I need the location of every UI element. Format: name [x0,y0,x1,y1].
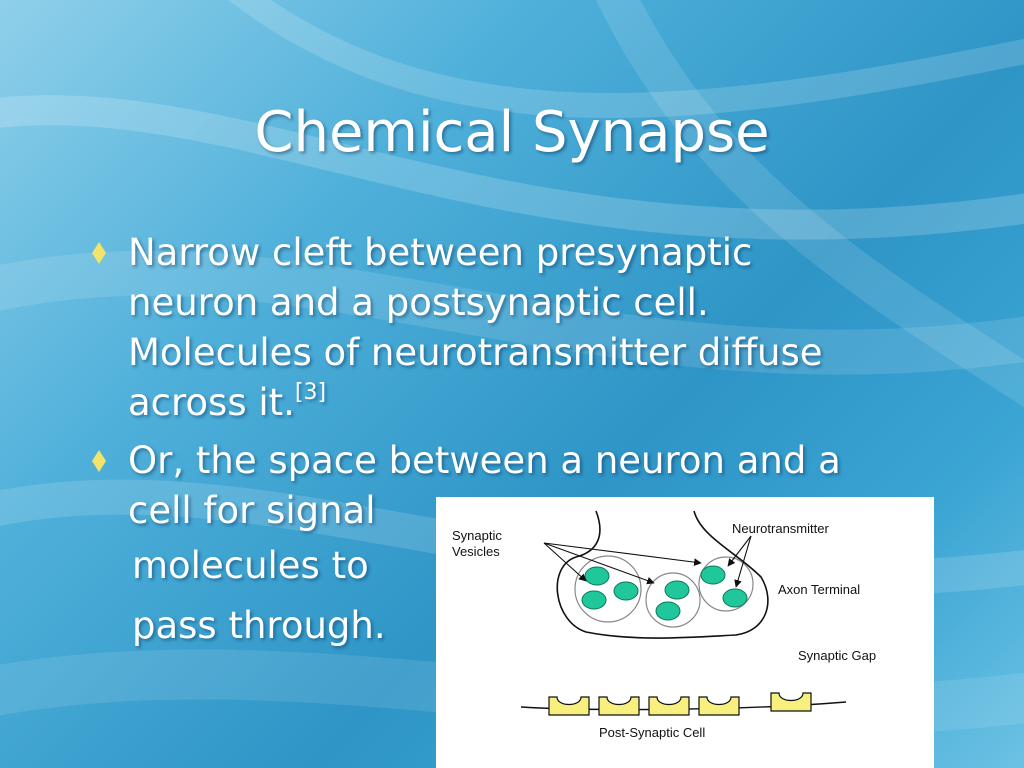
label-neurotransmitter: Neurotransmitter [732,521,829,536]
slide-title: Chemical Synapse [254,100,770,165]
label-axon-terminal: Axon Terminal [778,582,860,597]
label-synaptic-vesicles-2: Vesicles [452,544,500,559]
synapse-diagram-svg: Synaptic Vesicles Neurotransmitter Axon … [452,510,876,740]
label-synaptic-vesicles-1: Synaptic [452,528,502,543]
bullet-2-line-1: Or, the space between a neuron and a [128,439,841,482]
diamond-bullet-icon [92,450,106,472]
bullet-1-line-1: Narrow cleft between presynaptic [128,231,753,274]
bullet-item-1: Narrow cleft between presynaptic neuron … [92,228,912,428]
neurotransmitter-molecule [655,601,681,621]
bullet-list: Narrow cleft between presynaptic neuron … [92,228,912,656]
bullet-1-line-4: across it. [128,381,295,424]
diamond-bullet-icon [92,242,106,264]
neurotransmitter-molecule [722,588,748,608]
receptor [698,696,740,716]
receptor [648,696,690,716]
bullet-2-line-3: molecules to [132,544,369,587]
bullet-2-continuation: molecules to pass through. [92,536,912,656]
neurotransmitter-molecule [584,566,610,586]
bullet-1-line-3: Molecules of neurotransmitter diffuse [128,331,823,374]
receptor [598,696,640,716]
label-synaptic-gap: Synaptic Gap [798,648,876,663]
receptor [770,692,812,712]
neurotransmitter-molecule [613,581,639,601]
vesicle-middle [645,572,701,628]
bullet-2-line-4: pass through. [132,604,386,647]
vesicle-right [698,556,754,612]
neurotransmitter-molecule [700,565,726,585]
axon-terminal-outline [556,510,769,639]
vesicle-left [574,555,642,623]
neurotransmitter-molecule [581,590,607,610]
receptor [548,696,590,716]
label-post-synaptic-cell: Post-Synaptic Cell [599,725,705,740]
citation-link[interactable]: [3] [294,380,327,405]
neurotransmitter-molecule [664,580,690,600]
bullet-item-2: Or, the space between a neuron and a cel… [92,436,912,536]
bullet-1-line-2: neuron and a postsynaptic cell. [128,281,709,324]
bullet-2-line-2: cell for signal [128,489,376,532]
synapse-diagram: Synaptic Vesicles Neurotransmitter Axon … [436,497,934,768]
